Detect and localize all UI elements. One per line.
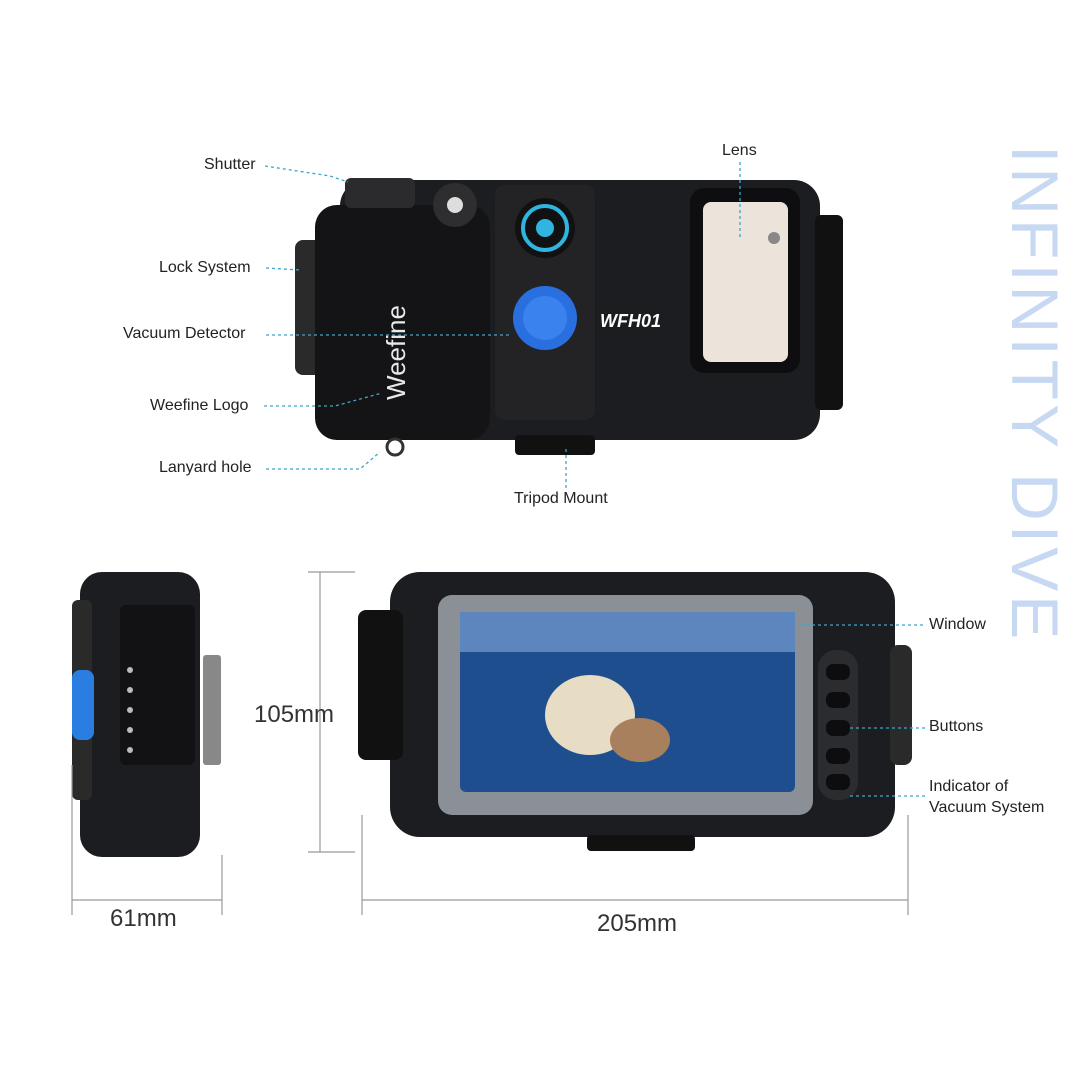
grip bbox=[315, 205, 490, 440]
shutter-lever bbox=[345, 178, 415, 208]
lanyard-hole bbox=[385, 437, 405, 457]
dimension-height: 105mm bbox=[254, 701, 335, 728]
label-window: Window bbox=[929, 616, 986, 633]
label-buttons: Buttons bbox=[929, 718, 984, 735]
label-indicator-line1: Indicator of bbox=[929, 778, 1009, 795]
label-weefine-logo: Weefine Logo bbox=[150, 397, 249, 414]
tripod-mount bbox=[515, 435, 595, 455]
label-lanyard-hole: Lanyard hole bbox=[159, 459, 252, 476]
housing-side-view bbox=[72, 572, 221, 857]
dimension-lines bbox=[71, 571, 909, 915]
model-text: WFH01 bbox=[600, 311, 661, 331]
label-shutter: Shutter bbox=[204, 156, 256, 173]
dimension-depth: 61mm bbox=[110, 905, 177, 932]
housing-front-view bbox=[358, 572, 912, 851]
dimension-width: 205mm bbox=[597, 910, 678, 937]
label-lens: Lens bbox=[722, 142, 757, 159]
leader-lines bbox=[264, 162, 925, 797]
housing-back-view: WFH01 Weefine bbox=[295, 178, 843, 457]
label-vacuum-detector: Vacuum Detector bbox=[123, 325, 246, 342]
brand-logo: Weefine bbox=[381, 305, 411, 400]
phone-back bbox=[703, 202, 788, 362]
label-tripod-mount: Tripod Mount bbox=[514, 490, 608, 507]
label-indicator-line2: Vacuum System bbox=[929, 799, 1045, 816]
label-lock-system: Lock System bbox=[159, 259, 251, 276]
